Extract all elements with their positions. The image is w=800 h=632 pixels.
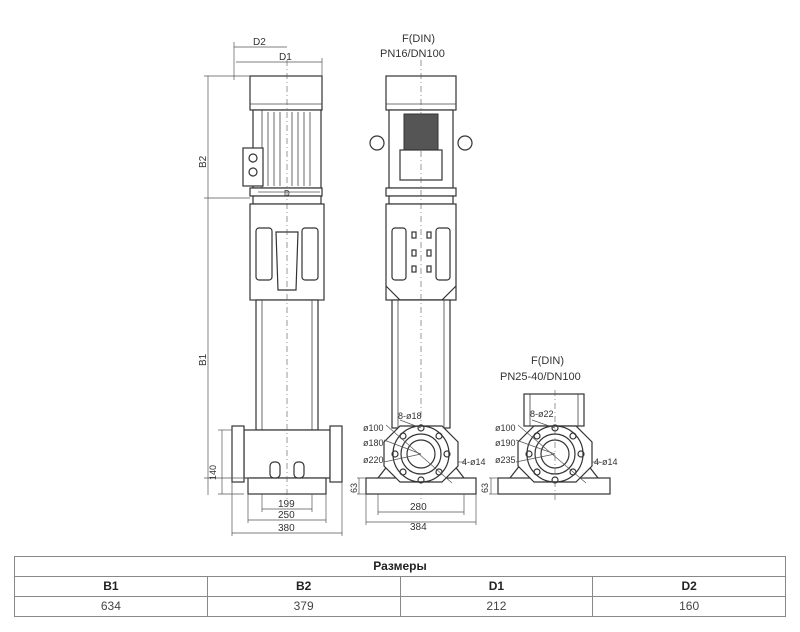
label-h140: 140 [208, 465, 218, 480]
right-flange-title: F(DIN) [531, 355, 564, 367]
flange-pn25-view [489, 390, 611, 500]
label-h63-left: 63 [349, 483, 359, 493]
value-b2: 379 [206, 596, 401, 617]
table-header-row: B1 B2 D1 D2 [14, 576, 786, 597]
flange-pn16-d220: ø220 [363, 455, 384, 465]
header-b2: B2 [206, 576, 401, 597]
value-d2: 160 [592, 596, 786, 617]
flange-pn25-d100: ø100 [495, 423, 516, 433]
pump-dimension-drawing: D2 D1 B2 B1 D 140 199 250 380 F(DIN) PN1… [198, 33, 618, 536]
front-flange-title: F(DIN) [402, 33, 435, 45]
label-d: D [284, 189, 290, 198]
label-b2: B2 [198, 155, 209, 168]
header-b1: B1 [14, 576, 208, 597]
right-flange-spec: PN25-40/DN100 [500, 371, 581, 383]
side-view-dimensions [204, 42, 343, 536]
flange-pn25-bolts: 8-ø22 [530, 409, 554, 419]
label-d1: D1 [279, 52, 292, 63]
table-row: 634 379 212 160 [14, 596, 786, 617]
label-w199: 199 [278, 499, 295, 510]
flange-pn25-d190: ø190 [495, 438, 516, 448]
header-d2: D2 [592, 576, 786, 597]
label-b1: B1 [198, 353, 209, 366]
label-w280: 280 [410, 502, 427, 513]
label-d2: D2 [253, 37, 266, 48]
flange-pn25-d235: ø235 [495, 455, 516, 465]
front-view-dimensions [357, 477, 477, 525]
flange-pn16-d180: ø180 [363, 438, 384, 448]
table-title: Размеры [14, 556, 786, 577]
flange-pn25-feet: 4-ø14 [594, 457, 618, 467]
dimensions-table: Размеры B1 B2 D1 D2 634 379 212 160 [14, 556, 786, 617]
flange-pn16-d100: ø100 [363, 423, 384, 433]
value-b1: 634 [14, 596, 208, 617]
header-d1: D1 [399, 576, 594, 597]
pump-front-view [369, 60, 473, 500]
value-d1: 212 [399, 596, 594, 617]
label-w380: 380 [278, 523, 295, 534]
table-title-row: Размеры [14, 556, 786, 577]
pump-side-view [231, 60, 343, 500]
flange-pn16-bolts: 8-ø18 [398, 411, 422, 421]
label-w384: 384 [410, 522, 427, 533]
flange-pn16-view [365, 419, 477, 495]
front-flange-spec: PN16/DN100 [380, 48, 445, 60]
label-h63-right: 63 [480, 483, 490, 493]
flange-pn16-feet: 4-ø14 [462, 457, 486, 467]
label-w250: 250 [278, 510, 295, 521]
